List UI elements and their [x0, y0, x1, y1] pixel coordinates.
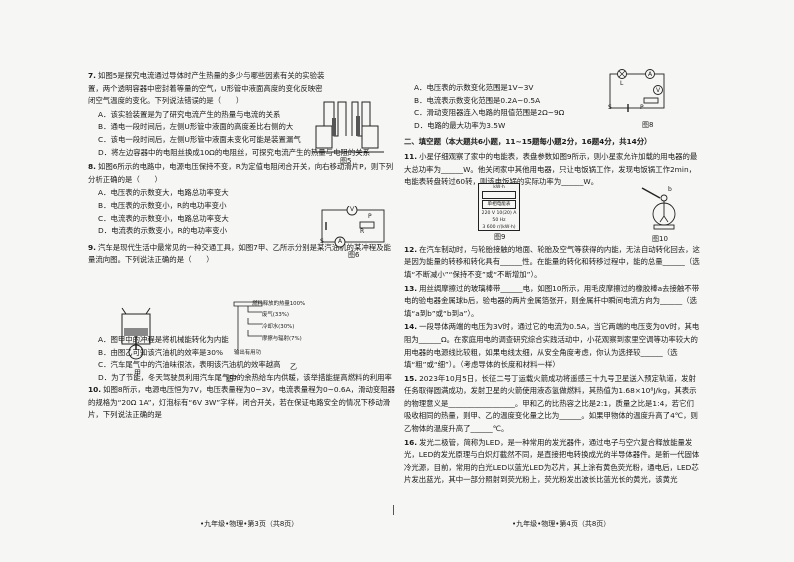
option-a: A．电压表的示数变大，电路总功率变大: [98, 188, 229, 198]
voltmeter-label: V: [656, 87, 661, 94]
option-c: C．该电一段时间后，左侧U形管中液面未变化可能是装置漏气: [98, 134, 301, 144]
option-c: C．汽车尾气中的汽油味很浓，表明该汽油机的效率越高: [98, 360, 281, 370]
ammeter-label: A: [338, 238, 343, 245]
question-stem: 汽车是现代生活中最常见的一种交通工具，如图7甲、乙所示分别是某汽油机的某冲程及能…: [88, 242, 391, 265]
question-stem: 小星仔细观察了家中的电能表，表盘参数如图9所示，则小星家允许加载的用电器的最大总…: [404, 151, 698, 187]
energy-total: 燃料释放的热量100%: [252, 301, 306, 307]
meter-spec-2: 3 600 r/(kW·h): [482, 225, 516, 230]
switch-label: S: [320, 238, 324, 245]
figure-7-label: 图7: [226, 375, 238, 383]
section-2-title: 二、填空题（本大题共6小题，11~15题每小题2分，16题4分，共14分）: [404, 137, 652, 147]
meter-reading: [482, 191, 516, 199]
question-number: 10.: [88, 385, 102, 395]
figure-5-label: 图5: [340, 157, 352, 165]
question-number: 16.: [404, 437, 418, 447]
question-8: 8.如图6所示的电路中，电源电压保持不变，R为定值电阻闭合开关，向右移动滑片P，…: [88, 161, 398, 186]
figure-7a-label: 甲: [134, 369, 141, 377]
question-stem: 在汽车制动时，与轮胎接触的地面、轮胎及空气等获得的内能，无法自动转化回去，这是因…: [404, 244, 700, 279]
question-stem: 用丝绸摩擦过的玻璃棒带______电，如图10所示，用毛皮摩擦过的橡胶棒a去接触…: [404, 283, 700, 318]
question-7: 7.如图5是探究电流通过导体时产生热量的多少与哪些因素有关的实验装置，两个透明容…: [88, 70, 398, 108]
question-number: 9.: [88, 242, 96, 252]
option-b: B．通电一段时间后，左侧U形管中液面的高度差比右侧的大: [98, 122, 294, 132]
figure-5-apparatus: [312, 101, 384, 153]
question-11: 11.小星仔细观察了家中的电能表，表盘参数如图9所示，则小星家允许加载的用电器的…: [404, 151, 700, 189]
electroscope-label: b: [668, 186, 672, 193]
figure-8-circuit: [609, 69, 665, 112]
option-b: B．电流表示数变化范围是0.2A~0.5A: [414, 95, 541, 105]
question-13: 13.用丝绸摩擦过的玻璃棒带______电，如图10所示，用毛皮摩擦过的橡胶棒a…: [404, 283, 700, 321]
option-d: D．电路的最大功率为3.5W: [414, 120, 506, 130]
footer-page-4: •九年级•物理•第4页（共8页）: [512, 520, 611, 528]
figure-9-meter: kW·h 单相电能表 220 V 10(20) A 50 Hz 3 600 r/…: [478, 183, 520, 231]
question-stem: 发光二极管，简称为LED，是一种常用的发光器件，通过电子与空穴复合释放能量发光，…: [404, 437, 700, 485]
energy-useful: 输出有用功: [234, 350, 261, 356]
energy-cooling: 冷却水(30%): [262, 324, 295, 330]
figure-6-label: 图6: [348, 251, 360, 259]
meter-unit: kW·h: [493, 185, 505, 190]
option-d: D．将左边容器中的电阻丝换成10Ω的电阻丝，可探究电流产生的热量与电阻的关系: [98, 147, 371, 157]
fold-mark: [393, 505, 394, 515]
footer-page-3: •九年级•物理•第3页（共8页）: [200, 520, 299, 528]
option-d: D．为了节能，冬天驾驶员利用汽车尾气中的余热给车内供暖，该举措能提高燃料的利用率: [98, 372, 392, 382]
option-b: B．电压表的示数变小，R的电功率变小: [98, 200, 227, 210]
question-stem: 一段导体两端的电压为3V时，通过它的电流为0.5A，当它两端的电压变为0V时，其…: [404, 322, 700, 370]
option-c: C．电流表的示数变小，电路总功率变大: [98, 213, 229, 223]
option-a: A．电压表的示数变化范围是1V~3V: [414, 83, 534, 92]
question-number: 15.: [404, 373, 418, 383]
figure-7-energy-flow: [233, 301, 263, 350]
question-number: 13.: [404, 283, 418, 293]
question-number: 11.: [404, 151, 418, 161]
question-15: 15.2023年10月5日，长征二号丁运载火箭成功将遥感三十九号卫星送入预定轨道…: [404, 373, 700, 436]
question-stem: 如图6所示的电路中，电源电压保持不变，R为定值电阻闭合开关，向右移动滑片P，则下…: [88, 162, 394, 184]
right-column: A．电压表的示数变化范围是1V~3V B．电流表示数变化范围是0.2A~0.5A…: [404, 82, 700, 488]
question-number: 7.: [88, 71, 96, 80]
energy-exhaust: 废气(33%): [262, 312, 289, 318]
figure-6-circuit: [321, 206, 385, 248]
question-stem: 2023年10月5日，长征二号丁运载火箭成功将遥感三十九号卫星送入预定轨道，发射…: [404, 373, 698, 434]
figure-10-electroscope: [641, 187, 676, 230]
option-b: B．由图乙可知该汽油机的效率是30%: [98, 347, 223, 357]
question-16: 16.发光二极管，简称为LED，是一种常用的发光器件，通过电子与空穴复合释放能量…: [404, 437, 700, 487]
question-stem: 如图8所示，电源电压恒为7V，电压表量程为0~3V，电流表量程为0~0.6A，滑…: [88, 385, 396, 420]
question-stem: 如图5是探究电流通过导体时产生热量的多少与哪些因素有关的实验装置，两个透明容器中…: [88, 71, 325, 106]
option-a: A．图甲中的冲程是将机械能转化为内能: [98, 334, 229, 344]
resistor-label: R: [360, 228, 365, 235]
question-12: 12.在汽车制动时，与轮胎接触的地面、轮胎及空气等获得的内能，无法自动转化回去，…: [404, 244, 700, 282]
question-number: 12.: [404, 244, 418, 254]
voltmeter-label: V: [350, 206, 355, 213]
question-number: 8.: [88, 162, 96, 172]
question-9: 9.汽车是现代生活中最常见的一种交通工具，如图7甲、乙所示分别是某汽油机的某冲程…: [88, 242, 398, 267]
figure-8-label: 图8: [642, 121, 654, 129]
meter-type: 单相电能表: [482, 200, 516, 209]
figure-10-label: 图10: [652, 235, 668, 243]
option-d: D．电流表的示数变小，R的电功率变小: [98, 226, 228, 236]
switch-label: S: [608, 104, 612, 111]
energy-friction: 摩擦与辐射(7%): [262, 336, 302, 342]
slider-label: P: [640, 104, 644, 111]
meter-spec-1: 220 V 10(20) A 50 Hz: [481, 211, 517, 223]
option-a: A．该实验装置是为了研究电流产生的热量与电流的关系: [98, 109, 281, 119]
lamp-label: L: [620, 80, 624, 87]
ammeter-label: A: [648, 71, 653, 78]
slider-label: P: [368, 213, 372, 220]
figure-7b-label: 乙: [290, 363, 297, 371]
option-c: C．滑动变阻器连入电路的阻值范围是2Ω~9Ω: [414, 108, 565, 118]
figure-9-label: 图9: [494, 233, 506, 241]
question-10: 10.如图8所示，电源电压恒为7V，电压表量程为0~3V，电流表量程为0~0.6…: [88, 384, 398, 422]
figure-7-engine: [121, 307, 151, 360]
question-number: 14.: [404, 322, 418, 332]
left-column: 7.如图5是探究电流通过导体时产生热量的多少与哪些因素有关的实验装置，两个透明容…: [88, 70, 398, 423]
question-14: 14.一段导体两端的电压为3V时，通过它的电流为0.5A，当它两端的电压变为0V…: [404, 321, 700, 371]
